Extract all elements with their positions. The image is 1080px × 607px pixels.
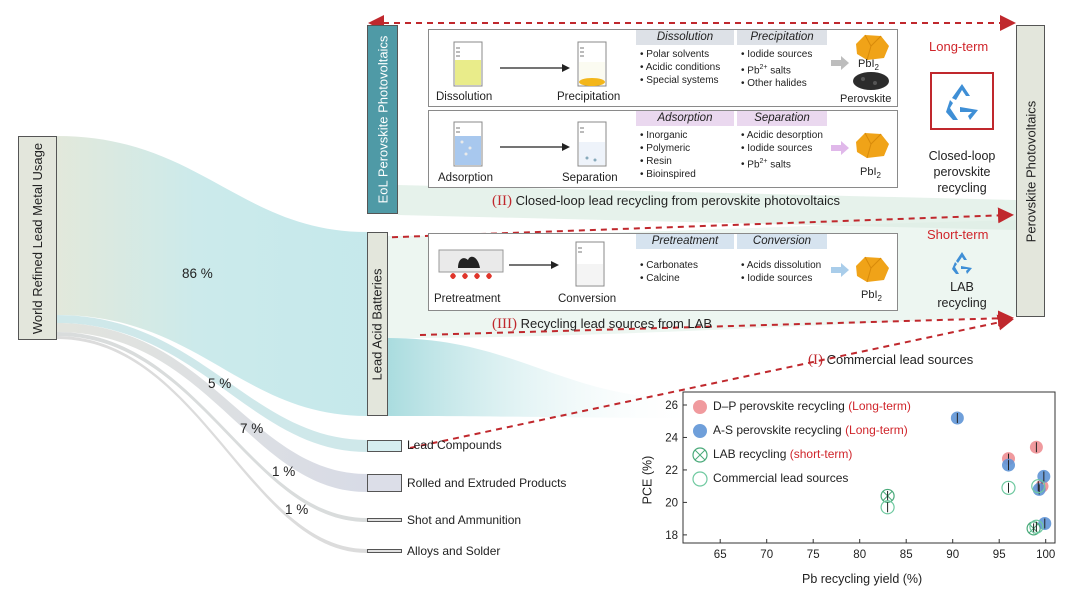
- lead-compounds-box: [367, 440, 402, 452]
- legend-item: A-S perovskite recycling (Long-term): [713, 423, 908, 437]
- furnace-icon: [438, 249, 504, 279]
- legend-item: LAB recycling (short-term): [713, 447, 853, 461]
- chart-xlabel: Pb recycling yield (%): [802, 572, 923, 586]
- adsorption-item: Inorganic: [640, 129, 734, 142]
- pct-rolled: 7 %: [240, 421, 264, 436]
- rolled-box: [367, 474, 402, 492]
- flow-eol-to-ppv: [398, 185, 1016, 230]
- dashed-lab-arrow: [369, 207, 1014, 239]
- caption-iii: (III) Recycling lead sources from LAB: [492, 316, 713, 332]
- source-node: World Refined Lead Metal Usage: [18, 136, 57, 340]
- flow-lab-to-chart: [388, 338, 700, 418]
- alloys-box: [367, 549, 402, 553]
- long-term-label: Long-term: [929, 39, 989, 54]
- lab-node: Lead Acid Batteries: [367, 232, 388, 416]
- adsorption-item: Resin: [640, 155, 734, 168]
- eol-node-label: EoL Perovskite Photovoltaics: [375, 35, 391, 204]
- perovskite-label: Perovskite: [840, 93, 892, 105]
- separation-item: Pb2+ salts: [741, 155, 827, 171]
- pbi2-label: PbI2: [858, 58, 879, 73]
- pretreatment-header: Pretreatment: [636, 234, 734, 249]
- conversion-label: Conversion: [558, 293, 617, 305]
- precipitation-label: Precipitation: [557, 91, 621, 103]
- recycle-icon-frame: [930, 72, 994, 130]
- pct-alloys: 1 %: [285, 502, 309, 517]
- recycle-icon: [946, 84, 978, 120]
- lab-recycling-label: LAB recycling: [937, 280, 987, 310]
- conversion-flask-icon: [575, 241, 605, 287]
- lead-compounds-label: Lead Compounds: [407, 438, 502, 452]
- adsorption-flask-icon: [453, 121, 483, 167]
- lab-node-label: Lead Acid Batteries: [370, 267, 385, 381]
- conversion-item: Acids dissolution: [741, 259, 827, 272]
- dissolution-header: Dissolution: [636, 30, 734, 45]
- precipitation-header: Precipitation: [737, 30, 827, 45]
- arrow-gray-icon: [831, 56, 849, 70]
- conversion-item: Iodide sources: [741, 272, 827, 285]
- adsorption-header: Adsorption: [636, 111, 734, 126]
- arrow-pink-icon: [831, 141, 849, 155]
- perovskite-crystal-icon: [853, 72, 889, 90]
- adsorption-column: Adsorption Inorganic Polymeric Resin Bio…: [636, 111, 734, 187]
- arrow-right-icon: [500, 143, 570, 151]
- ppv-node: Perovskite Photovoltaics: [1016, 25, 1045, 317]
- dissolution-item: Acidic conditions: [640, 61, 734, 74]
- shot-label: Shot and Ammunition: [407, 513, 522, 527]
- caption-i: (I) Commercial lead sources: [808, 352, 974, 368]
- flow-rolled: [57, 323, 367, 492]
- pretreatment-item: Carbonates: [640, 259, 734, 272]
- pct-lab: 86 %: [182, 266, 213, 281]
- legend-item: Commercial lead sources: [713, 471, 849, 485]
- pct-compounds: 5 %: [208, 376, 232, 391]
- flow-lead-compounds: [57, 315, 367, 452]
- pbi2-label: PbI2: [860, 166, 881, 181]
- legend-item: D–P perovskite recycling (Long-term): [713, 399, 911, 413]
- shot-box: [367, 518, 402, 522]
- arrow-right-icon: [500, 64, 570, 72]
- adsorption-label: Adsorption: [438, 172, 493, 184]
- separation-flask-icon: [577, 121, 607, 167]
- alloys-label: Alloys and Solder: [407, 544, 501, 558]
- pct-shot: 1 %: [272, 464, 296, 479]
- separation-header: Separation: [737, 111, 827, 126]
- dissolution-item: Special systems: [640, 74, 734, 87]
- flow-lab: [57, 136, 367, 416]
- adsorption-item: Bioinspired: [640, 168, 734, 181]
- separation-column: Separation Acidic desorption Iodide sour…: [737, 111, 827, 187]
- closed-loop-label: Closed-loop perovskite recycling: [928, 149, 996, 195]
- arrow-blue-icon: [831, 263, 849, 277]
- precipitation-item: Iodide sources: [741, 48, 827, 61]
- conversion-column: Conversion Acids dissolution Iodide sour…: [737, 234, 827, 310]
- source-node-label: World Refined Lead Metal Usage: [30, 142, 46, 334]
- precipitation-column: Precipitation Iodide sources Pb2+ salts …: [737, 30, 827, 106]
- eol-node: EoL Perovskite Photovoltaics: [367, 25, 398, 214]
- dissolution-flask-icon: [453, 41, 483, 87]
- pretreatment-column: Pretreatment Carbonates Calcine: [636, 234, 734, 310]
- precipitation-item: Other halides: [741, 77, 827, 90]
- chart-ylabel: PCE (%): [640, 455, 654, 505]
- dashed-compounds-arrow: [409, 314, 1014, 449]
- precipitation-flask-icon: [577, 41, 607, 87]
- conversion-header: Conversion: [737, 234, 827, 249]
- precipitation-item: Pb2+ salts: [741, 61, 827, 77]
- rolled-label: Rolled and Extruded Products: [407, 476, 567, 490]
- separation-item: Acidic desorption: [741, 129, 827, 142]
- short-term-label: Short-term: [927, 227, 989, 242]
- pretreatment-label: Pretreatment: [434, 293, 501, 305]
- separation-item: Iodide sources: [741, 142, 827, 155]
- arrow-right-icon: [509, 261, 559, 269]
- dissolution-item: Polar solvents: [640, 48, 734, 61]
- dissolution-label: Dissolution: [436, 91, 493, 103]
- pbi2-crystal-icon: [856, 34, 889, 61]
- pbi2-crystal-icon: [856, 132, 889, 159]
- ppv-node-label: Perovskite Photovoltaics: [1023, 100, 1038, 242]
- pbi2-label: PbI2: [861, 289, 882, 304]
- separation-label: Separation: [562, 172, 618, 184]
- recycle-icon-small: [952, 252, 972, 274]
- pbi2-crystal-icon: [856, 256, 889, 283]
- dissolution-column: Dissolution Polar solvents Acidic condit…: [636, 30, 734, 106]
- pretreatment-item: Calcine: [640, 272, 734, 285]
- adsorption-item: Polymeric: [640, 142, 734, 155]
- caption-ii: (II) Closed-loop lead recycling from per…: [492, 193, 841, 209]
